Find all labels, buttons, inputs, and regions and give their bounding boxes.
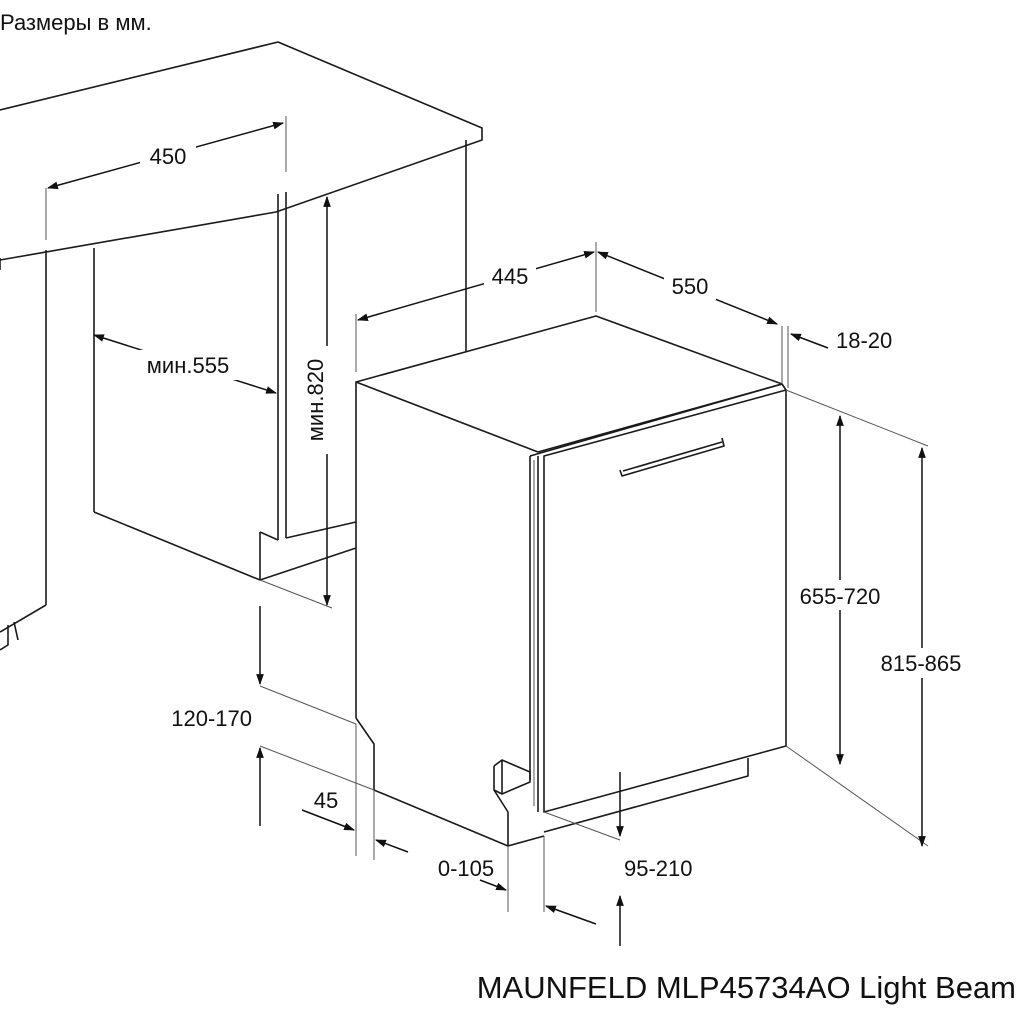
label-plinth-offset: 45 xyxy=(314,788,338,813)
model-name: MAUNFELD MLP45734AO Light Beam xyxy=(477,970,1016,1005)
label-total-height: 815-865 xyxy=(881,651,962,676)
label-appliance-width: 445 xyxy=(492,264,529,289)
dimension-lines xyxy=(46,121,926,946)
extension-lines xyxy=(45,116,929,912)
label-door-gap: 18-20 xyxy=(836,328,892,353)
label-plinth-height: 120-170 xyxy=(171,706,252,731)
label-door-height: 655-720 xyxy=(800,584,881,609)
door-handle-icon xyxy=(619,437,725,477)
label-niche-depth: мин.555 xyxy=(147,353,229,378)
countertop xyxy=(0,41,483,270)
label-plinth-setback: 0-105 xyxy=(438,856,494,881)
label-cabinet-width: 450 xyxy=(150,144,187,169)
label-niche-height: мин.820 xyxy=(303,359,328,441)
dishwasher-body xyxy=(355,315,783,790)
label-foot-adjust: 95-210 xyxy=(624,856,693,881)
cabinet-left xyxy=(0,250,47,651)
dishwasher-door xyxy=(529,383,787,813)
label-appliance-depth: 550 xyxy=(672,274,709,299)
units-note: Размеры в мм. xyxy=(0,10,152,35)
